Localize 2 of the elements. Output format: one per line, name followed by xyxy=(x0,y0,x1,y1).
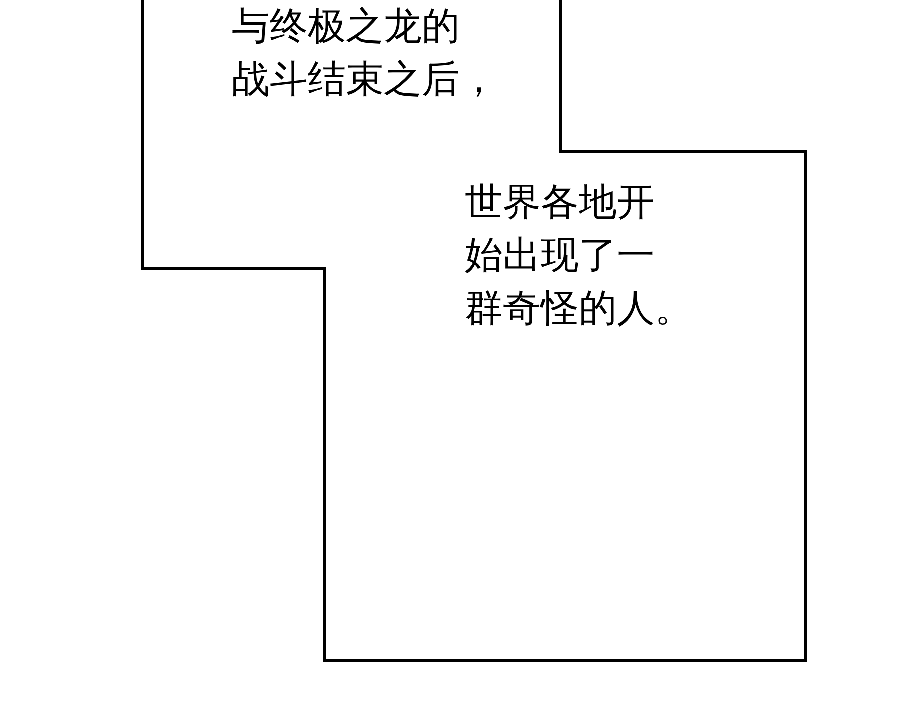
caption-text: 世界各地开始出现了一群奇怪的人。 xyxy=(465,179,693,332)
caption-text: 与终极之龙的战斗结束之后， xyxy=(232,3,498,103)
